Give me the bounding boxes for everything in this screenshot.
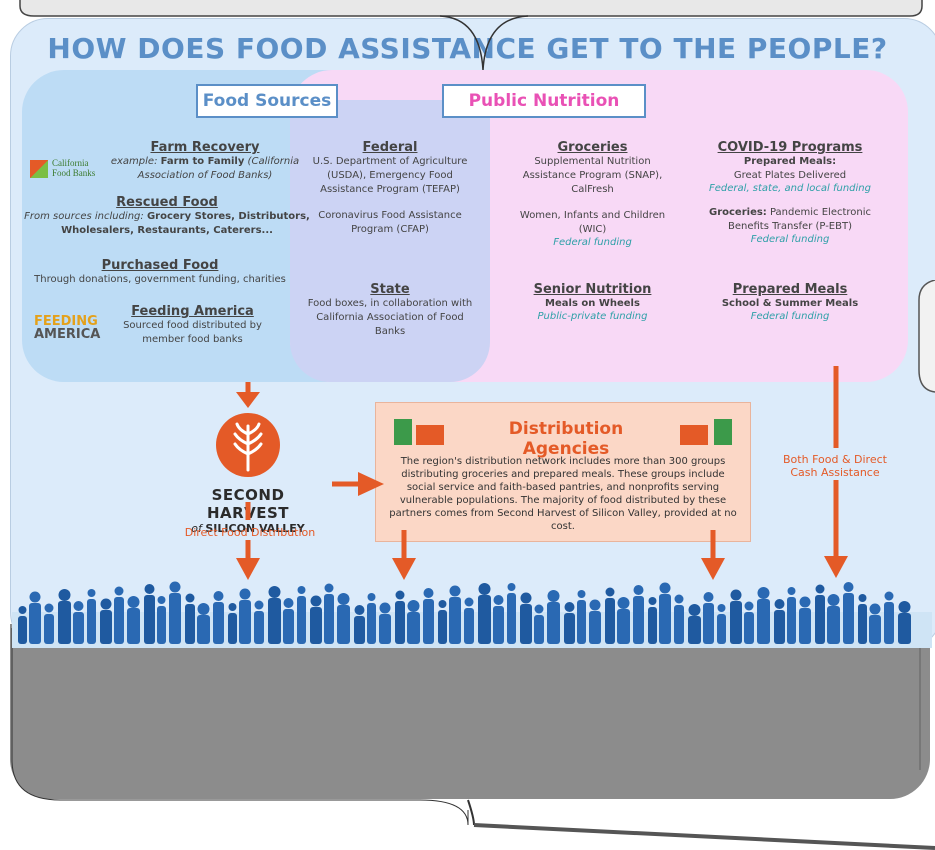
building-icon-right <box>714 419 732 445</box>
distribution-agencies-text: The region's distribution network includ… <box>389 456 737 532</box>
distribution-agencies-title: Distribution Agencies <box>508 419 624 459</box>
covid-programs-title: COVID-19 Programs <box>717 140 863 155</box>
groceries-text-2: Women, Infants and Children (WIC) <box>519 210 666 235</box>
purchased-food-title: Purchased Food <box>101 258 219 273</box>
title-notch <box>440 15 529 71</box>
groceries-title: Groceries <box>557 140 628 155</box>
direct-food-distribution-label: Direct Food Distribution <box>184 526 316 539</box>
farm-recovery-title: Farm Recovery <box>150 140 260 155</box>
covid-groceries-text: Groceries: Pandemic Electronic Benefits … <box>708 207 872 232</box>
page-title: HOW DOES FOOD ASSISTANCE GET TO THE PEOP… <box>47 32 888 65</box>
senior-nutrition-title: Senior Nutrition <box>533 282 652 297</box>
covid-groceries-funding: Federal funding <box>750 234 830 245</box>
building-icon <box>394 419 412 445</box>
federal-text-2: Coronavirus Food Assistance Program (CFA… <box>318 210 462 235</box>
bottom-bracket <box>11 628 935 850</box>
crowd-of-people-illustration <box>18 581 911 644</box>
purchased-food-text: Through donations, government funding, c… <box>34 274 286 285</box>
groceries-text-1: Supplemental Nutrition Assistance Progra… <box>522 156 663 195</box>
feeding-america-title: Feeding America <box>131 304 254 319</box>
covid-prepared-funding: Federal, state, and local funding <box>709 183 871 194</box>
food-sources-header: Food Sources <box>196 84 338 118</box>
rescued-food-title: Rescued Food <box>116 195 218 210</box>
overlap-panel <box>290 100 490 382</box>
farm-recovery-text: example: Farm to Family (California Asso… <box>110 156 300 181</box>
covid-prepared-label: Prepared Meals: <box>743 156 837 167</box>
covid-prepared-text: Great Plates Delivered <box>733 170 847 181</box>
callout-fragment <box>918 280 935 393</box>
prepared-meals-funding: Federal funding <box>750 311 830 322</box>
public-nutrition-header: Public Nutrition <box>442 84 646 118</box>
groceries-funding: Federal funding <box>553 237 632 248</box>
federal-title: Federal <box>362 140 418 155</box>
feeding-america-text: Sourced food distributed by member food … <box>123 320 262 345</box>
prepared-meals-subtitle: School & Summer Meals <box>721 298 859 309</box>
school-icon-right <box>680 425 708 445</box>
federal-text-1: U.S. Department of Agriculture (USDA), E… <box>312 156 468 195</box>
wheat-icon <box>216 413 280 477</box>
prepared-meals-title: Prepared Meals <box>732 282 848 297</box>
state-text: Food boxes, in collaboration with Califo… <box>307 298 473 337</box>
rescued-food-text: From sources including: Grocery Stores, … <box>24 211 310 236</box>
senior-nutrition-subtitle: Meals on Wheels <box>545 298 640 309</box>
senior-nutrition-funding: Public-private funding <box>537 311 648 322</box>
state-title: State <box>370 282 410 297</box>
school-icon <box>416 425 444 445</box>
ground-area <box>10 624 930 799</box>
second-harvest-line2: of SILICON VALLEY <box>191 522 305 535</box>
california-food-banks-logo: California Food Banks <box>30 158 110 180</box>
distribution-agencies-box: Distribution Agencies The region's distr… <box>375 402 751 542</box>
feeding-america-logo: FEEDING AMERICA <box>34 314 101 342</box>
cash-assistance-label: Both Food & Direct Cash Assistance <box>783 453 887 479</box>
